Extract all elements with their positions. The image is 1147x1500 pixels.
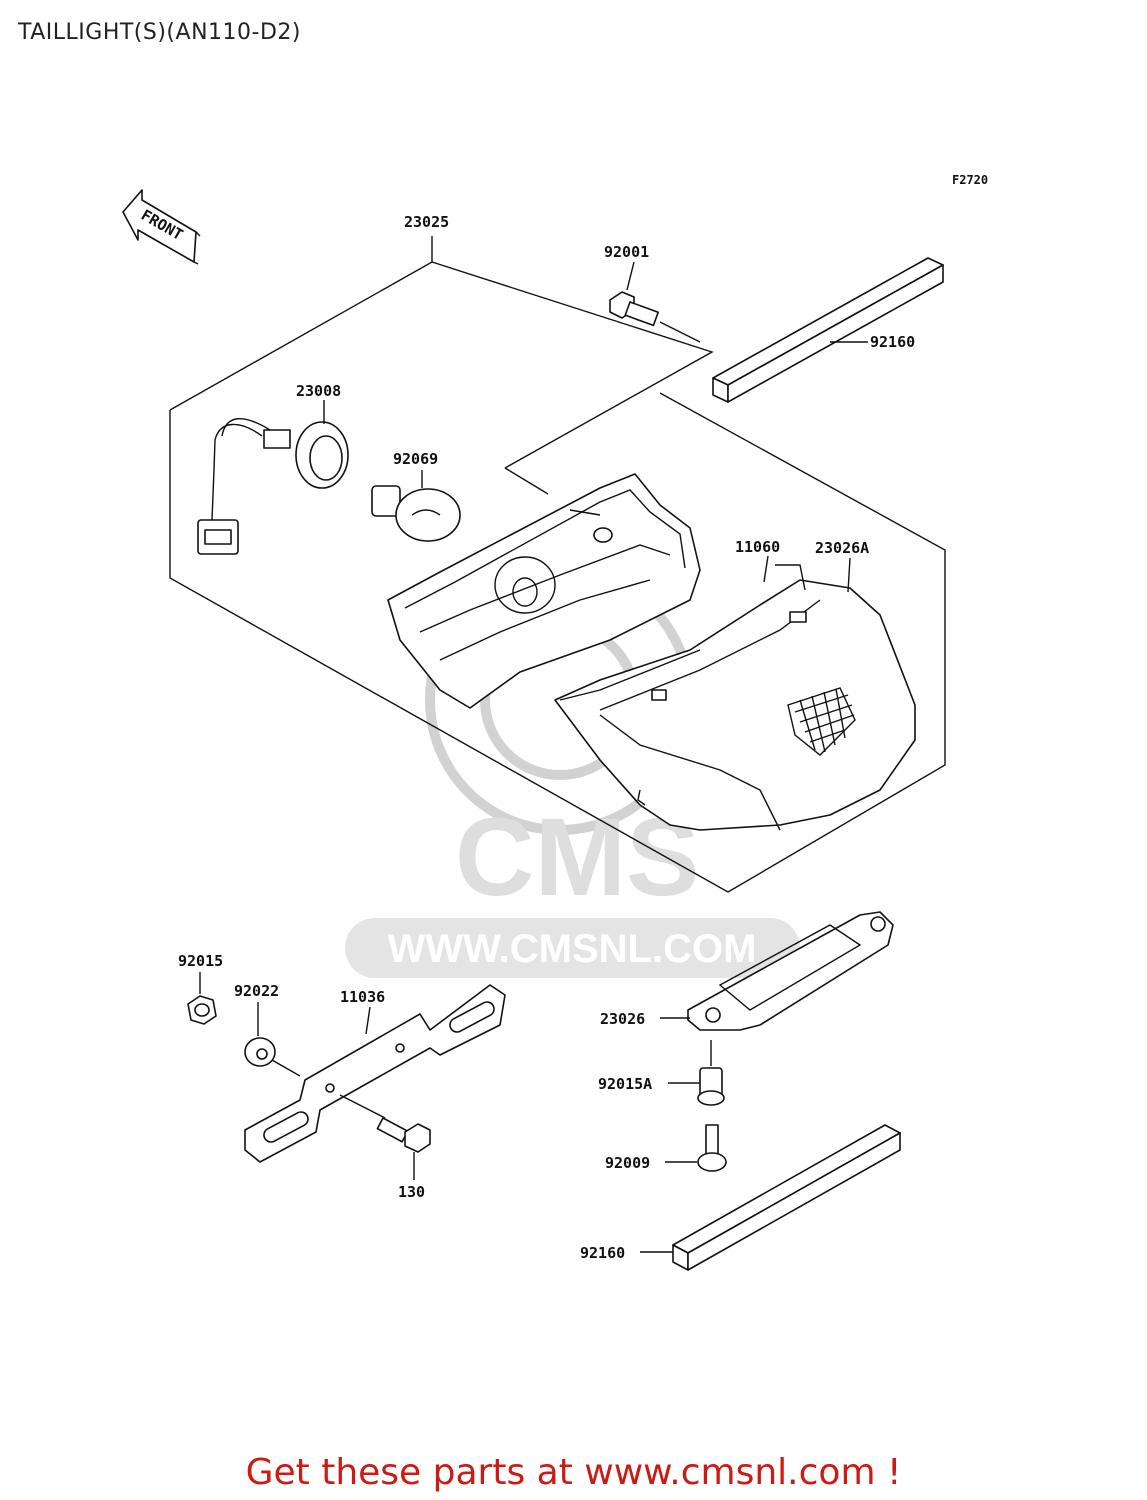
label-23008: 23008 [296,382,341,400]
taillight-housing [387,473,701,709]
bulb-92069 [371,470,461,542]
washer-92022 [244,1002,301,1077]
label-92015a: 92015A [598,1075,652,1093]
screw-92009 [665,1124,727,1172]
bracket-11036 [244,984,506,1163]
label-92160-bottom: 92160 [580,1244,625,1262]
label-92160-top: 92160 [870,333,915,351]
license-light-23026 [660,911,894,1031]
collar-92015a [668,1040,725,1106]
parts-diagram: CMS WWW.CMSNL.COM FRONT F2720 [122,173,988,1271]
label-130: 130 [398,1183,425,1201]
part-labels: 23025 92001 92160 23008 92069 11060 2302… [178,213,915,1262]
front-arrow-icon: FRONT [122,189,201,265]
assembly-outline [169,236,946,893]
nut-92015 [187,972,217,1025]
socket-23008 [197,400,349,555]
footer-link-text[interactable]: Get these parts at www.cmsnl.com ! [245,1452,902,1493]
label-11060: 11060 [735,538,780,556]
label-11036: 11036 [340,988,385,1006]
label-23026: 23026 [600,1010,645,1028]
weatherstrip-bottom [640,1124,901,1271]
label-92069: 92069 [393,450,438,468]
page-title: TAILLIGHT(S)(AN110-D2) [18,20,301,45]
bolt-130 [376,1117,431,1180]
weatherstrip-top [712,257,944,403]
label-92015: 92015 [178,952,223,970]
label-92009: 92009 [605,1154,650,1172]
label-92001: 92001 [604,243,649,261]
figure-code: F2720 [952,173,988,187]
label-92022: 92022 [234,982,279,1000]
label-23026a: 23026A [815,539,869,557]
screw-92001 [609,261,701,343]
lens-reflector-grid [787,687,856,756]
lens-23026a [554,555,916,831]
watermark-url: WWW.CMSNL.COM [388,927,757,971]
label-23025: 23025 [404,213,449,231]
